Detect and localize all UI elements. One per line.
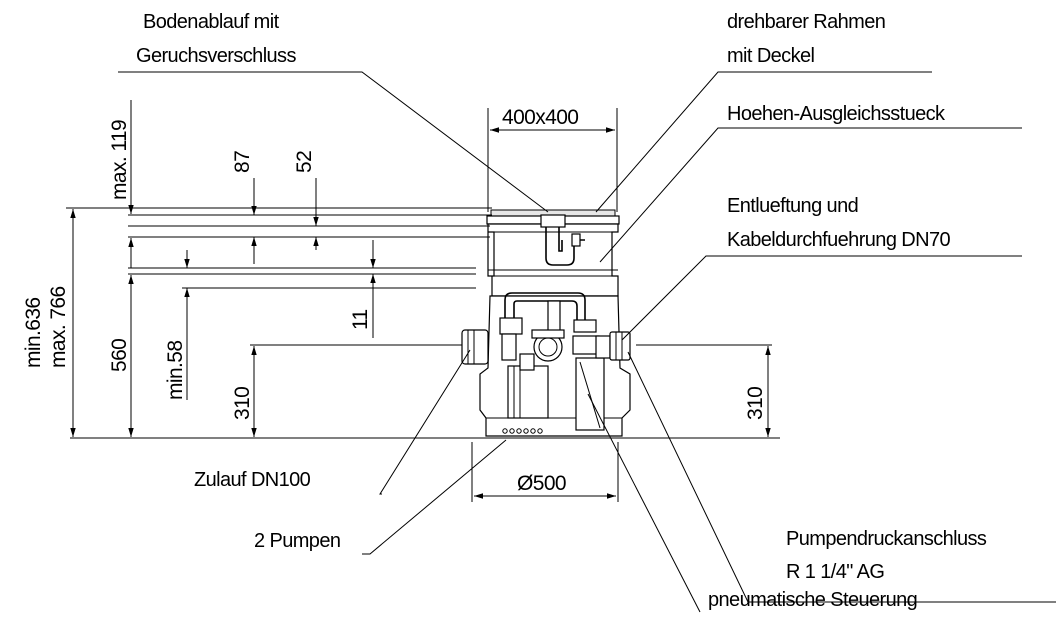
callout-vent-line1: Entlueftung und — [727, 195, 858, 217]
callout-pressure-line1: Pumpendruckanschluss — [786, 528, 987, 550]
dim-min58: min.58 — [164, 341, 187, 400]
callout-control: pneumatische Steuerung — [708, 589, 917, 611]
callout-frame-line2: mit Deckel — [727, 45, 815, 67]
callout-frame-line1: drehbarer Rahmen — [727, 11, 885, 33]
pressure-connection — [595, 331, 631, 361]
dim-52: 52 — [293, 151, 316, 173]
dim-310-right: 310 — [744, 387, 767, 420]
callout-vent-line2: Kabeldurchfuehrung DN70 — [727, 229, 951, 251]
callout-labels: Bodenablauf mit Geruchsverschluss drehba… — [136, 11, 988, 611]
dim-total-max: max. 766 — [47, 286, 70, 368]
callout-floor-drain-line2: Geruchsverschluss — [136, 45, 296, 67]
pipework — [499, 292, 597, 335]
dim-diameter: Ø500 — [517, 472, 566, 495]
dim-310-left: 310 — [231, 387, 254, 420]
callout-height-adapter: Hoehen-Ausgleichsstueck — [727, 103, 946, 125]
dimension-labels: 400x400 Ø500 max. 119 87 52 11 min.636 m… — [22, 106, 767, 495]
floor-drain-trap — [540, 214, 585, 266]
extension-lines — [66, 108, 772, 502]
dim-cover-size: 400x400 — [502, 106, 578, 129]
dim-87: 87 — [231, 151, 254, 173]
height-adapter-body — [487, 223, 619, 297]
dim-max-119: max. 119 — [108, 120, 131, 200]
dim-11: 11 — [349, 309, 372, 330]
leader-lines — [118, 71, 1056, 613]
inlet-stub — [461, 329, 489, 365]
callout-pumps: 2 Pumpen — [254, 530, 340, 552]
dimension-lines — [70, 100, 771, 499]
dim-total-min: min.636 — [22, 297, 45, 368]
lifting-station-drawing — [70, 209, 780, 439]
callout-pressure-line2: R 1 1/4" AG — [786, 561, 884, 583]
callout-inlet: Zulauf DN100 — [194, 469, 311, 491]
pump-units — [501, 333, 605, 431]
dim-560: 560 — [108, 339, 131, 372]
callout-floor-drain-line1: Bodenablauf mit — [143, 11, 280, 33]
base-holes — [502, 428, 543, 434]
